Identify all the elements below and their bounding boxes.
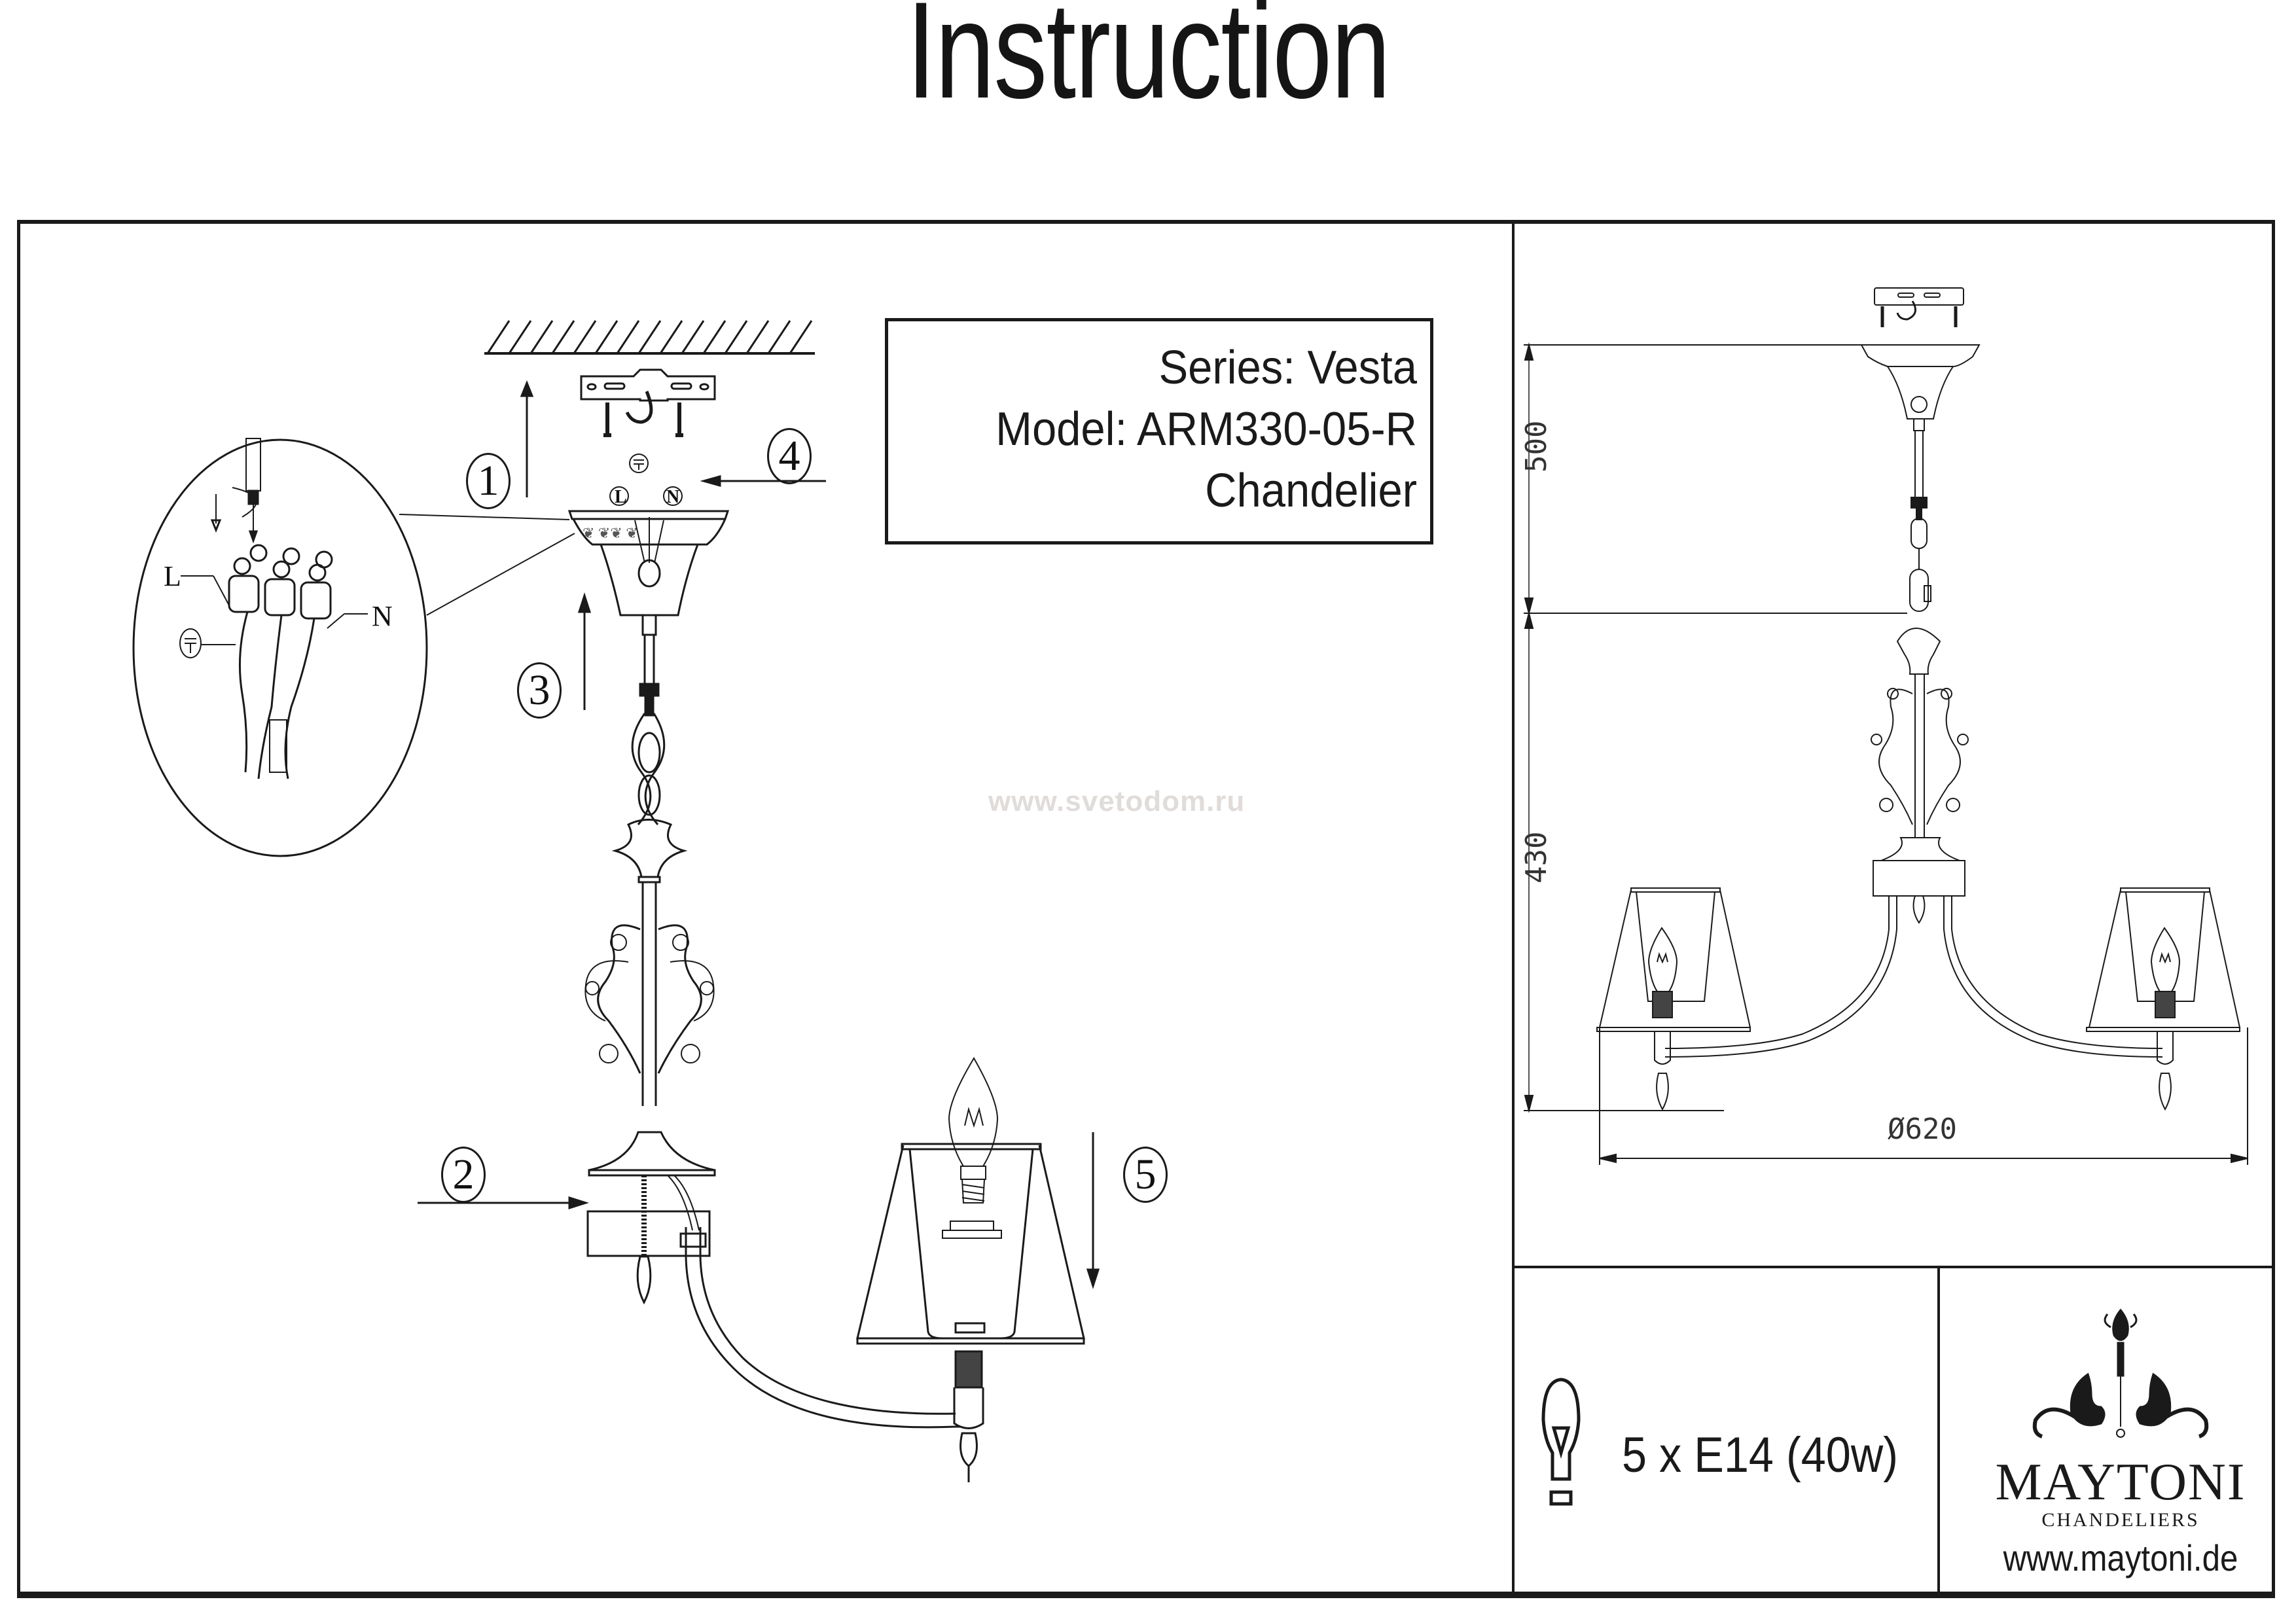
step-5-badge: 5 (1123, 1147, 1168, 1203)
page-title: Instruction (906, 0, 1391, 127)
canopy-icon: ❦ ❦❦ ❦ (567, 510, 730, 616)
live-label: L (615, 487, 627, 507)
live-wire-label-icon (609, 486, 629, 506)
frame-divider-vertical (1512, 220, 1515, 1594)
assembly-diagram: L N ❦ ❦❦ ❦ (132, 320, 1100, 1482)
terminal-block-icon (228, 544, 333, 620)
chandelier-stem-icon (584, 614, 716, 1177)
step-4-badge: 4 (767, 428, 812, 484)
dimension-height-lower: 430 (1520, 831, 1553, 883)
dimension-height-upper: 500 (1520, 420, 1553, 473)
right-shade-icon (2086, 887, 2241, 1111)
watermark: www.svetodom.ru (988, 785, 1246, 817)
series-label: Series: Vesta (1158, 342, 1417, 394)
arm-hub-icon (586, 1175, 961, 1429)
ceiling-hatch (484, 320, 815, 355)
mounting-bracket-icon (580, 368, 716, 437)
brand-url-link[interactable]: www.maytoni.de (2003, 1537, 2238, 1578)
detail-live-label: L (164, 560, 181, 592)
detail-ground-symbol-icon (179, 628, 236, 658)
neutral-label: N (666, 487, 679, 507)
svg-text:❦ ❦❦ ❦: ❦ ❦❦ ❦ (583, 525, 638, 541)
left-shade-icon (1596, 887, 1751, 1111)
frame-divider-footer (1937, 1266, 1940, 1593)
model-label: Model: ARM330-05-R (996, 403, 1417, 455)
detail-neutral-label: N (372, 600, 393, 632)
left-arm-icon (1664, 896, 1897, 1058)
step-1-badge: 1 (466, 453, 511, 509)
dimension-diagram (1524, 287, 2248, 1165)
product-info-box: Series: Vesta Model: ARM330-05-R Chandel… (885, 318, 1433, 544)
neutral-wire-label-icon (663, 486, 683, 506)
wiring-detail-magnifier: L N (132, 438, 575, 857)
drawing-frame (17, 220, 2275, 1598)
product-type-label: Chandelier (1205, 465, 1417, 517)
screwdriver-icon (210, 438, 261, 544)
lamp-shade-icon (856, 1143, 1085, 1345)
mounting-bracket-icon (1874, 287, 1964, 327)
chandelier-body-icon (1871, 628, 1969, 924)
chandelier-ornament-icon (2032, 1308, 2209, 1438)
frame-divider-horizontal (1512, 1266, 2272, 1268)
brand-subtitle: CHANDELIERS (2041, 1509, 2200, 1531)
ground-symbol-icon (629, 454, 649, 473)
brand-name: MAYTONI (1995, 1454, 2246, 1511)
canopy-icon (1860, 344, 1981, 612)
right-arm-icon (1943, 896, 2163, 1058)
candle-bulb-icon (942, 1057, 1002, 1239)
bulb-spec: 5 x E14 (40w) (1622, 1427, 1899, 1483)
lamp-socket-icon (953, 1350, 984, 1482)
dimension-diameter: Ø620 (1885, 1113, 1960, 1146)
step-2-badge: 2 (441, 1147, 486, 1203)
step-3-badge: 3 (517, 662, 562, 719)
lightbulb-icon (1541, 1378, 1581, 1506)
